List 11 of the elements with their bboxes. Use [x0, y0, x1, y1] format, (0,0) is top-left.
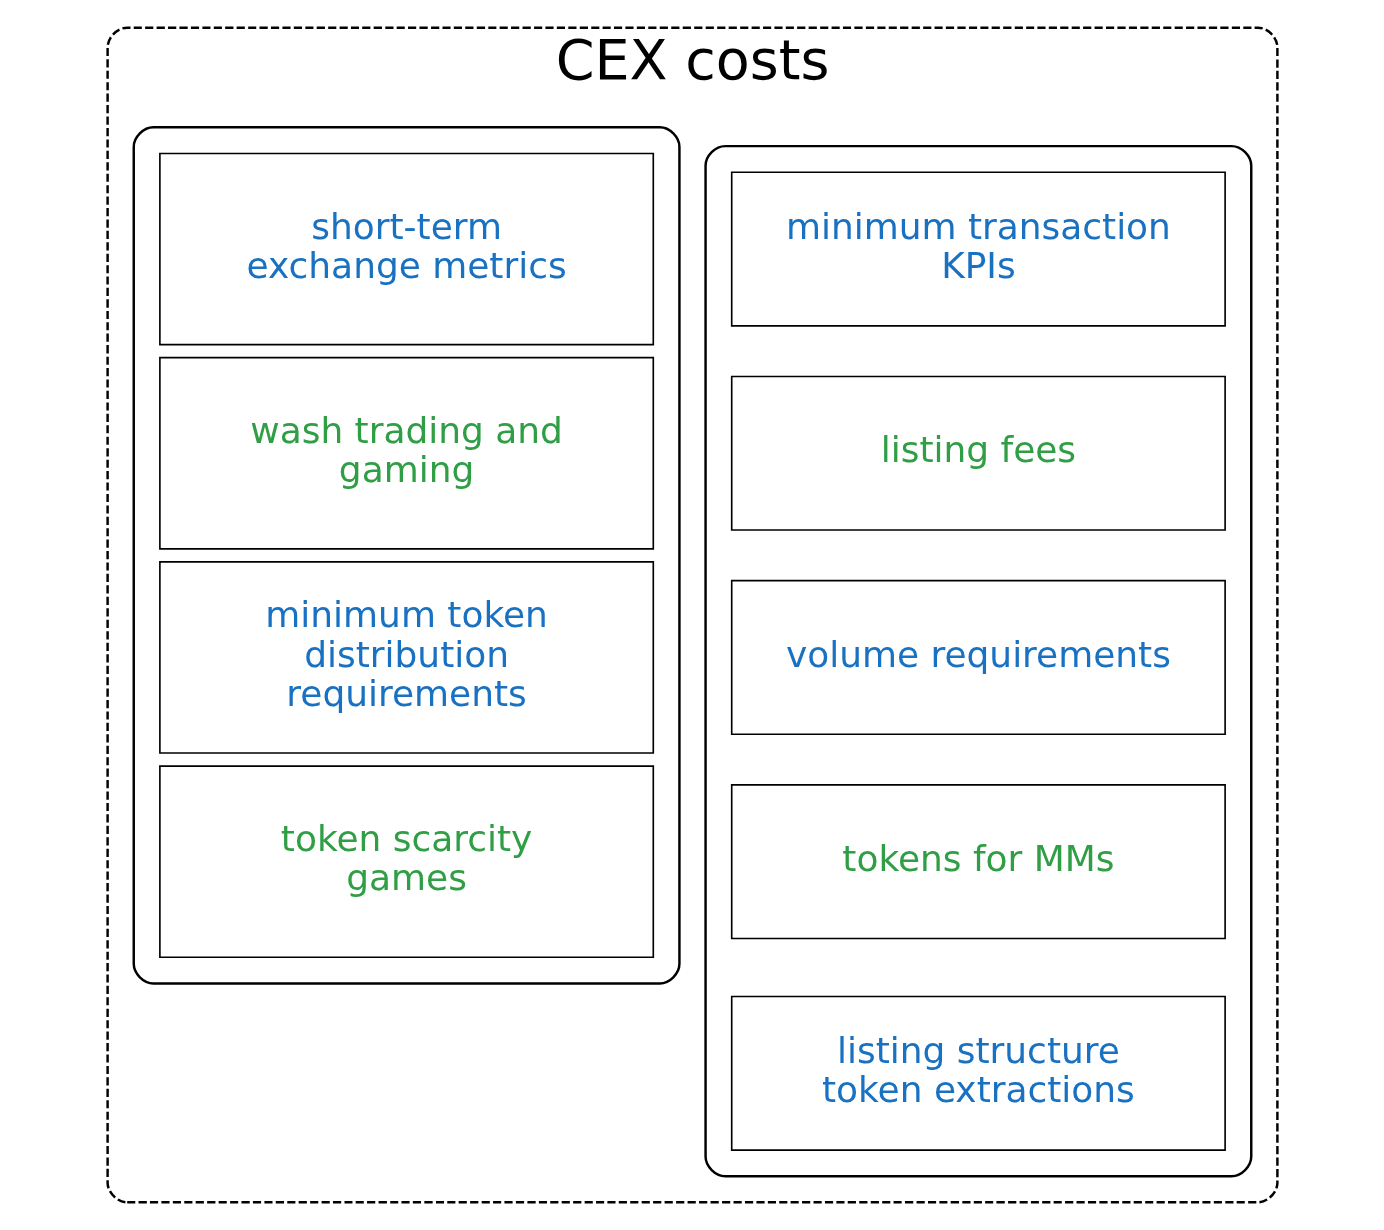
node-box: tokens for MMs [730, 784, 1226, 940]
node-box: wash trading and gaming [158, 356, 654, 550]
cluster [132, 126, 681, 985]
node-box: listing fees [730, 375, 1226, 531]
node-box: token scarcity games [158, 765, 654, 959]
node-box: volume requirements [730, 579, 1226, 736]
node-box: minimum transaction KPIs [730, 171, 1226, 327]
node-box: minimum token distribution requirements [158, 561, 654, 754]
node-box: listing structure token extractions [730, 995, 1226, 1151]
node-box: short-term exchange metrics [158, 152, 654, 346]
cluster [703, 144, 1252, 1178]
